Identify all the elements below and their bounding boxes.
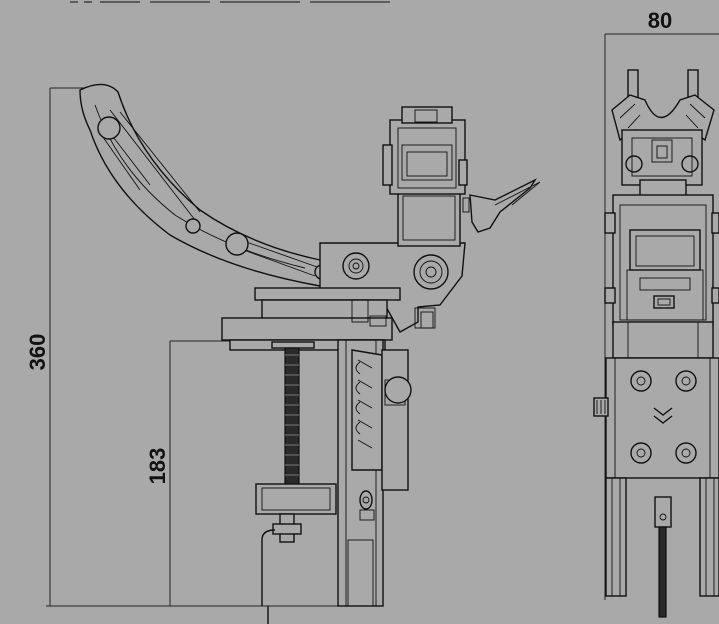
dimension-360-label: 360 (25, 334, 50, 371)
gripper-head (382, 106, 541, 247)
side-bracket (337, 339, 412, 607)
clamp-screw (255, 341, 337, 624)
front-body (604, 194, 719, 326)
front-view: 80 (593, 8, 719, 618)
curved-arm (79, 83, 336, 287)
side-view: 360 183 (25, 83, 541, 624)
front-legs (605, 477, 719, 618)
dimension-80-label: 80 (648, 8, 672, 33)
dimension-183: 183 (145, 340, 230, 606)
dimension-360: 360 (25, 87, 345, 607)
dimension-183-label: 183 (145, 448, 170, 485)
dimension-80: 80 (604, 8, 719, 600)
front-clamp (593, 321, 719, 479)
base-plate (221, 287, 401, 351)
